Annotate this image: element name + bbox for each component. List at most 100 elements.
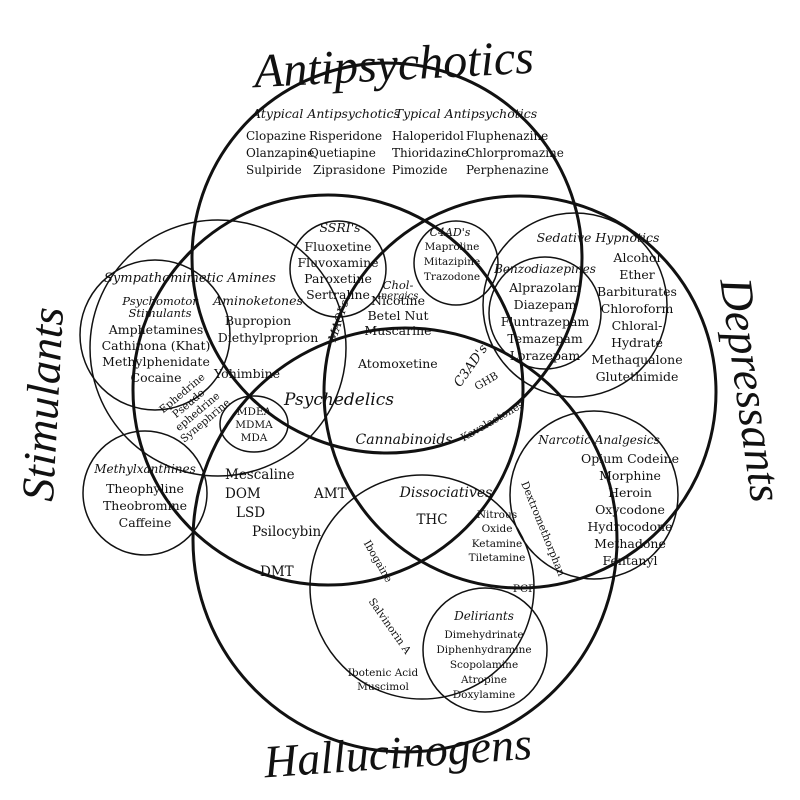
atypical-item: Sulpiride (246, 163, 302, 177)
sympathomimetic-title: Sympathomimetic Amines (104, 271, 276, 286)
narcotic-item: Heroin (608, 485, 652, 500)
typical-item: Chlorpromazine (466, 146, 564, 160)
narcotic-item: Methadone (594, 536, 666, 551)
cannabinoids-label: Cannabinoids (356, 432, 453, 448)
typical-title: Typical Antipsychotics (395, 106, 537, 121)
stimulants-label: Stimulants (12, 306, 73, 503)
typical-item: Pimozide (392, 163, 447, 177)
mdx-item: MDMA (235, 419, 273, 431)
dissociatives-circle (309, 474, 535, 700)
dextromethorphan-label: Dextromethorphan (518, 480, 567, 578)
atypical-item: Olanzapine (246, 146, 314, 160)
dissociatives-item: Nitrous (477, 509, 517, 521)
dissociatives-title: Dissociatives (399, 485, 493, 501)
sedative-item: Glutethimide (596, 369, 679, 384)
salvinorin-label: Salvinorin A (366, 596, 413, 657)
hallucinogen-item: AMT (313, 486, 347, 502)
hallucinogen-item: Mescaline (225, 467, 295, 483)
atypical-item: Risperidone (309, 129, 382, 143)
deliriants-item: Diphenhydramine (436, 644, 531, 656)
hallucinogen-item: LSD (236, 505, 265, 521)
narcotic-item: Oxycodone (595, 502, 665, 517)
pcp-label: PCP (513, 583, 535, 595)
sedative-item: Ether (619, 267, 655, 282)
benzo-item: Temazepam (507, 331, 583, 346)
hallucinogen-item: Psilocybin (252, 524, 322, 540)
benzo-title: Benzodiazepines (493, 262, 596, 276)
methylxanthines-item: Theobromine (103, 498, 187, 513)
benzo-item: Fluntrazepam (501, 314, 590, 329)
sedative-item: Hydrate (611, 335, 663, 350)
antipsychotics-circle (190, 61, 584, 455)
mdx-ellipse (219, 395, 289, 453)
deliriants-item: Scopolamine (450, 659, 518, 671)
depressants-label: Depressants (710, 274, 792, 506)
psychomotor-item: Cocaine (131, 370, 182, 385)
dissociatives-item: Oxide (482, 523, 513, 535)
cholinergics-item: Betel Nut (368, 308, 429, 323)
atomoxetine-label: Atomoxetine (357, 356, 438, 371)
benzo-item: Diazepam (514, 297, 577, 312)
typical-item: Fluphenazine (466, 129, 548, 143)
sedative-item: Chloroform (601, 301, 674, 316)
atypical-item: Ziprasidone (313, 163, 385, 177)
benzo-circle (488, 256, 602, 370)
methylxanthines-item: Caffeine (119, 515, 172, 530)
c4ad-circle (413, 220, 499, 306)
narcotic-item: Opium Codeine (581, 451, 679, 466)
hallucinogens-label: Hallucinogens (261, 718, 533, 788)
typical-item: Perphenazine (466, 163, 549, 177)
hallucinogen-item: DMT (260, 564, 294, 580)
sedative-item: Barbiturates (597, 284, 677, 299)
hallucinogen-item: DOM (225, 486, 261, 502)
sedative-circle (482, 212, 668, 398)
ssri-item: Fluoxetine (304, 239, 371, 254)
hallucinogens-circle (191, 326, 619, 754)
cholinergics-item: Muscarine (364, 323, 431, 338)
antipsychotics-label: Antipsychotics (250, 31, 535, 99)
c4ad-item: Maproline (425, 241, 480, 253)
psychomotor-title: Psychomotor (121, 294, 199, 308)
sedative-item: Chloral- (612, 318, 663, 333)
sedative-title: Sedative Hypnotics (537, 230, 660, 245)
psychomotor-item: Amphetamines (108, 322, 204, 337)
muscimol-label: Muscimol (357, 681, 409, 693)
psychomotor-item: Methylphenidate (102, 354, 210, 369)
benzo-item: Lorazepam (510, 348, 581, 363)
ssri-item: Sertraline (306, 287, 370, 302)
atypical-item: Clopazine (246, 129, 306, 143)
cholinergics-title: inergics (378, 291, 419, 302)
ibotenic-label: Ibotenic Acid (348, 667, 419, 679)
deliriants-item: Dimehydrinate (444, 629, 523, 641)
stimulants-circle (131, 193, 525, 587)
typical-item: Thioridazine (392, 146, 468, 160)
cholinergics-title: Chol- (383, 278, 414, 292)
benzo-item: Alprazolam (508, 280, 581, 295)
methylxanthines-title: Methylxanthines (93, 462, 196, 476)
c4ad-item: Mitazipine (424, 256, 481, 268)
methylxanthines-circle (82, 430, 208, 556)
deliriants-item: Doxylamine (453, 689, 516, 701)
dissociatives-item: Tiletamine (469, 552, 526, 564)
aminoketones-item: Diethylproprion (218, 330, 319, 345)
ssri-circle (289, 220, 387, 318)
atypical-item: Quetiapine (309, 146, 376, 160)
mdx-item: MDEA (237, 406, 272, 418)
cholinergics-item: Nicotine (371, 293, 425, 308)
ssri-title: SSRI's (319, 220, 360, 235)
psychomotor-item: Cathinona (Khat) (102, 338, 211, 353)
sympathomimetic-circle (89, 219, 347, 477)
atypical-title: Atypical Antipsychotics (251, 106, 400, 121)
deliriants-circle (422, 587, 548, 713)
typical-item: Haloperidol (392, 129, 464, 143)
deliriants-title: Deliriants (453, 609, 514, 623)
ghb-label: GHB (473, 370, 501, 393)
narcotic-item: Hydrocodone (588, 519, 673, 534)
c4ad-item: Trazodone (424, 271, 480, 283)
sedative-item: Methaqualone (591, 352, 682, 367)
narcotic-title: Narcotic Analgesics (537, 433, 660, 447)
c4ad-title: C4AD's (430, 226, 471, 239)
ssri-item: Paroxetine (304, 271, 372, 286)
mdx-item: MDA (241, 432, 268, 444)
